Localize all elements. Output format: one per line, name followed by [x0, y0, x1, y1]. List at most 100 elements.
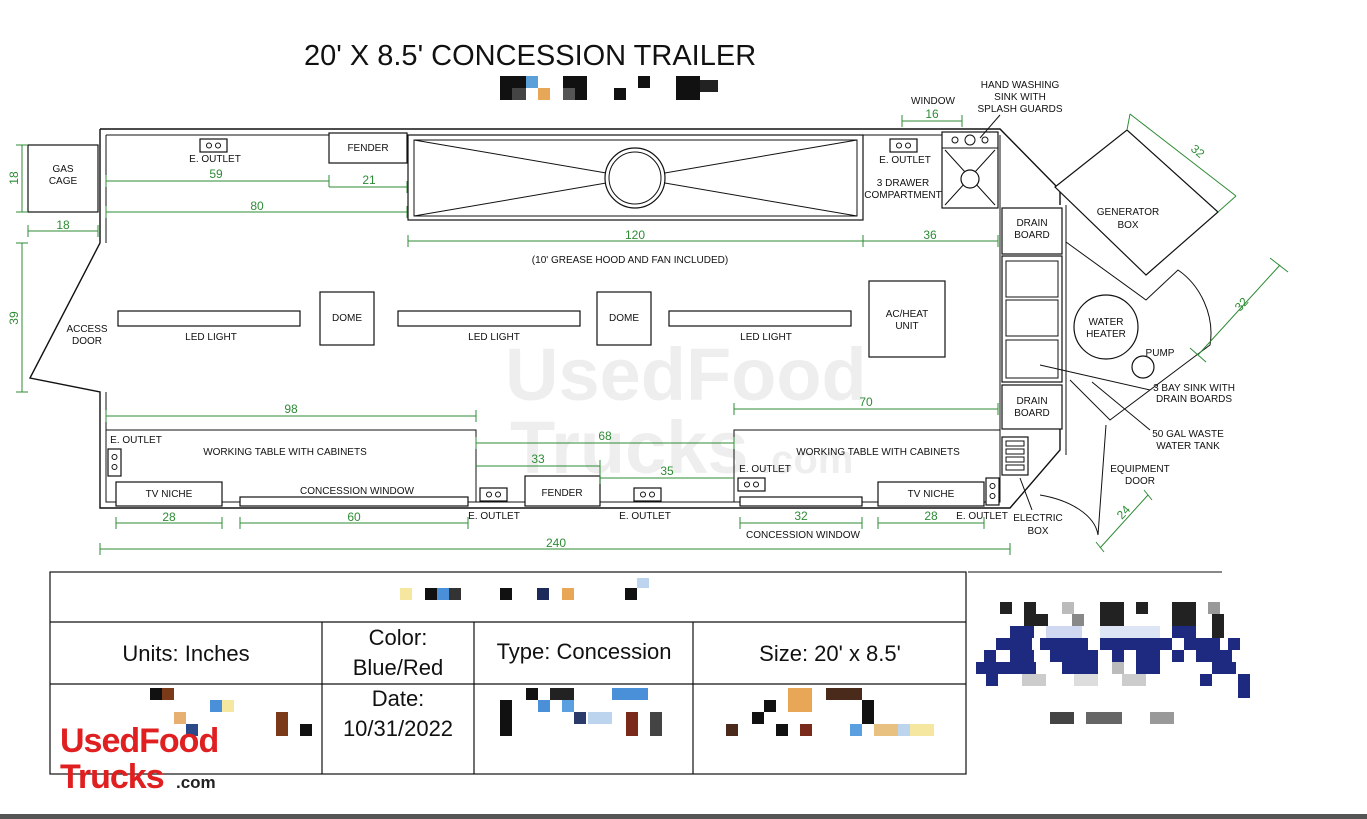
- water-heater-label-1: WATER: [1089, 317, 1124, 328]
- drawing-title: 20' X 8.5' CONCESSION TRAILER: [304, 40, 756, 72]
- watermark-line1: UsedFood: [505, 333, 867, 416]
- gas-cage-label-2: CAGE: [49, 176, 78, 187]
- date-label: Date:: [372, 686, 425, 711]
- dim-60: 60: [347, 510, 361, 524]
- outlet-label-bottom-right: E. OUTLET: [956, 511, 1008, 522]
- led-light-1-label: LED LIGHT: [185, 332, 237, 343]
- water-heater: [1073, 294, 1139, 360]
- outlet-label-bottom-2: E. OUTLET: [619, 511, 671, 522]
- dim-39: 39: [7, 311, 21, 325]
- outlet-bottom-2: [633, 487, 662, 502]
- equipment-door-label-1: EQUIPMENT: [1110, 464, 1169, 475]
- tv-niche-left-label: TV NICHE: [146, 489, 193, 500]
- page-bottom-bar: [0, 814, 1367, 819]
- censored-table-header: [400, 578, 649, 600]
- access-door-label-2: DOOR: [72, 336, 102, 347]
- outlet-left: [107, 448, 122, 477]
- title-block: [49, 571, 1222, 775]
- access-door-label-1: ACCESS: [66, 324, 107, 335]
- censored-subtitle: [500, 76, 718, 100]
- gas-cage: [27, 144, 99, 213]
- tv-niche-right: [877, 481, 985, 507]
- drain-board-bottom: [1001, 384, 1063, 430]
- color-value: Blue/Red: [353, 655, 444, 680]
- ac-heat-label-1: AC/HEAT: [886, 309, 929, 320]
- pump: [1131, 355, 1155, 379]
- dim-68: 68: [598, 429, 612, 443]
- led-light-3-label: LED LIGHT: [740, 332, 792, 343]
- dome-2: [596, 291, 652, 346]
- concession-window-right: [739, 496, 863, 507]
- outlet-label-top-right: E. OUTLET: [879, 155, 931, 166]
- outlet-right-table: [737, 477, 766, 492]
- dimension-lines: [16, 115, 1011, 555]
- dim-16: 16: [925, 107, 939, 121]
- dim-door: 24: [1114, 502, 1134, 522]
- drain-board-top-label-2: BOARD: [1014, 230, 1050, 241]
- dim-32: 32: [794, 509, 808, 523]
- outlet-label-bottom-1: E. OUTLET: [468, 511, 520, 522]
- ac-heat-unit: [868, 280, 946, 358]
- hand-washing-sink: [941, 131, 999, 209]
- bay-sink-label-1: 3 BAY SINK WITH: [1153, 383, 1235, 394]
- type-cell: Type: Concession: [497, 639, 672, 664]
- dim-gas-h: 18: [7, 171, 21, 185]
- generator-label-1: GENERATOR: [1097, 207, 1159, 218]
- watermark-line2: Trucks: [510, 406, 749, 489]
- hand-sink-label-2: SINK WITH: [994, 92, 1046, 103]
- dim-240: 240: [546, 536, 566, 550]
- censored-table-cells: [150, 688, 934, 736]
- waste-tank-label-1: 50 GAL WASTE: [1152, 429, 1224, 440]
- pump-label: PUMP: [1146, 348, 1175, 359]
- color-label: Color:: [369, 625, 428, 650]
- dim-21: 21: [362, 173, 376, 187]
- working-table-right-label: WORKING TABLE WITH CABINETS: [796, 447, 960, 458]
- equipment-door: [1039, 424, 1107, 536]
- dim-gas-w: 18: [56, 218, 70, 232]
- dome-1-label: DOME: [332, 313, 362, 324]
- fender-bottom: [524, 475, 601, 507]
- fender-top: [328, 132, 408, 164]
- outlet-bottom-right: [985, 477, 1000, 506]
- grease-hood-note: (10' GREASE HOOD AND FAN INCLUDED): [532, 255, 728, 266]
- electric-box-label-1: ELECTRIC: [1013, 513, 1062, 524]
- concession-window-left: [239, 496, 469, 507]
- usedfoodtrucks-logo: UsedFood Trucks .com: [60, 722, 219, 796]
- electric-box-label-2: BOX: [1027, 526, 1048, 537]
- waste-tank-label-2: WATER TANK: [1156, 441, 1220, 452]
- dim-80: 80: [250, 199, 264, 213]
- water-heater-label-2: HEATER: [1086, 329, 1126, 340]
- tv-niche-left: [115, 481, 223, 507]
- working-table-left-label: WORKING TABLE WITH CABINETS: [203, 447, 367, 458]
- logo-suffix: .com: [176, 773, 216, 792]
- dim-generator-h: 32: [1232, 294, 1252, 314]
- dim-35: 35: [660, 464, 674, 478]
- dome-1: [319, 291, 375, 346]
- grease-hood: [407, 134, 864, 221]
- led-light-1: [117, 310, 301, 327]
- dim-generator-w: 32: [1188, 142, 1207, 162]
- outlet-label-top-left: E. OUTLET: [189, 154, 241, 165]
- bay-sink-label-2: DRAIN BOARDS: [1156, 394, 1232, 405]
- dome-2-label: DOME: [609, 313, 639, 324]
- dim-36: 36: [923, 228, 937, 242]
- working-table-right: [733, 429, 1001, 503]
- dim-70: 70: [859, 395, 873, 409]
- outlet-label-left: E. OUTLET: [110, 435, 162, 446]
- drain-board-top-label-1: DRAIN: [1016, 218, 1047, 229]
- led-light-2: [397, 310, 581, 327]
- generator-label-2: BOX: [1117, 220, 1138, 231]
- dim-33: 33: [531, 452, 545, 466]
- dim-28-left: 28: [162, 510, 176, 524]
- drain-board-top: [1001, 207, 1063, 255]
- concession-window-right-label: CONCESSION WINDOW: [746, 530, 860, 541]
- tank-area-outline: [1065, 241, 1212, 421]
- dim-98: 98: [284, 402, 298, 416]
- outlet-label-right-table: E. OUTLET: [739, 464, 791, 475]
- drawer-label-2: COMPARTMENT: [864, 190, 941, 201]
- dim-59: 59: [209, 167, 223, 181]
- outlet-top-right: [889, 138, 918, 153]
- led-light-3: [668, 310, 852, 327]
- outlet-bottom-1: [479, 487, 508, 502]
